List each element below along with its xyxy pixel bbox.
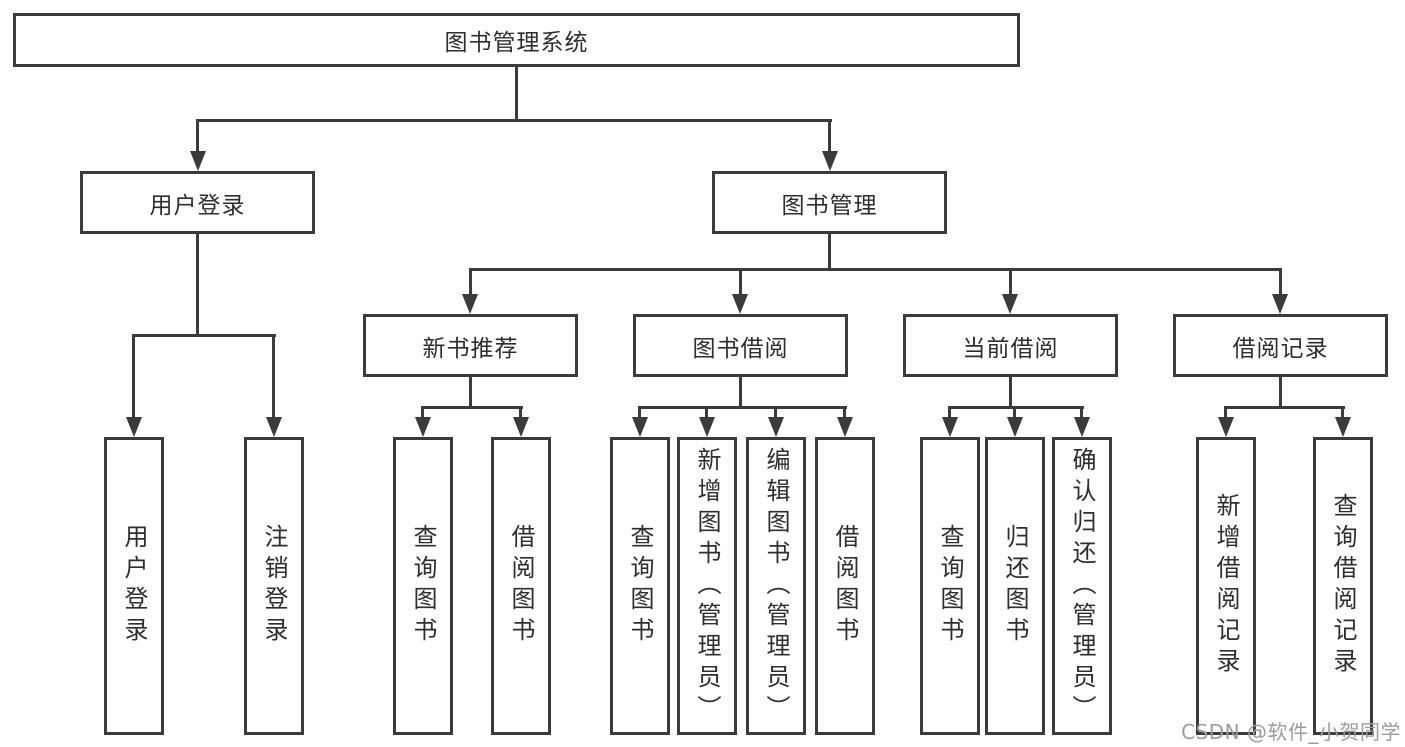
connector-segment [828, 234, 831, 271]
node-user-login-label: 用户登录 [149, 192, 246, 219]
leaf-record-add-borrow-record: 新增借阅记录 [1196, 437, 1256, 735]
leaf-recommend-query-book: 查询图书 [393, 437, 453, 735]
connector-segment [948, 406, 951, 419]
connector-segment [638, 406, 641, 419]
connector-segment [948, 406, 1084, 409]
leaf-recommend-borrow-book: 借阅图书 [491, 437, 551, 735]
arrowhead-icon [190, 151, 206, 171]
connector-segment [196, 119, 199, 153]
leaf-user-login: 用户登录 [104, 437, 164, 735]
node-book-management: 图书管理 [712, 171, 947, 234]
arrowhead-icon [1272, 294, 1288, 314]
node-user-login: 用户登录 [80, 171, 315, 234]
connector-segment [469, 268, 1282, 271]
arrowhead-icon [1002, 294, 1018, 314]
connector-segment [1013, 406, 1016, 419]
leaf-current-confirm-return-admin: 确认归还（管理员） [1052, 437, 1112, 735]
connector-segment [828, 119, 831, 153]
node-root-label: 图书管理系统 [444, 30, 589, 56]
connector-segment [774, 406, 777, 419]
node-book-management-label: 图书管理 [781, 192, 878, 219]
connector-segment [1341, 406, 1344, 419]
connector-segment [132, 334, 135, 419]
node-current-borrow-label: 当前借阅 [962, 335, 1059, 362]
arrowhead-icon [632, 417, 648, 437]
csdn-watermark: CSDN @软件_小贺同学 [1181, 720, 1401, 744]
arrowhead-icon [266, 417, 282, 437]
leaf-record-add-borrow-record-label: 新增借阅记录 [1212, 493, 1240, 679]
leaf-record-query-borrow-record-label: 查询借阅记录 [1329, 493, 1357, 679]
leaf-borrow-borrow-book: 借阅图书 [815, 437, 875, 735]
connector-segment [1080, 406, 1083, 419]
leaf-borrow-add-book-admin: 新增图书（管理员） [677, 437, 737, 735]
connector-segment [421, 406, 523, 409]
connector-segment [196, 119, 832, 122]
node-root: 图书管理系统 [13, 13, 1020, 67]
leaf-user-login-label: 用户登录 [120, 524, 148, 648]
node-new-book-recommend-label: 新书推荐 [422, 335, 519, 362]
leaf-borrow-query-book-label: 查询图书 [626, 524, 654, 648]
leaf-recommend-query-book-label: 查询图书 [409, 524, 437, 648]
arrowhead-icon [699, 417, 715, 437]
node-book-borrow-label: 图书借阅 [692, 335, 789, 362]
leaf-record-query-borrow-record: 查询借阅记录 [1313, 437, 1373, 735]
arrowhead-icon [732, 294, 748, 314]
arrowhead-icon [1007, 417, 1023, 437]
node-current-borrow: 当前借阅 [903, 314, 1118, 377]
leaf-current-query-book: 查询图书 [920, 437, 980, 735]
connector-segment [1009, 377, 1012, 409]
connector-segment [519, 406, 522, 419]
leaf-current-return-book-label: 归还图书 [1001, 524, 1029, 648]
connector-segment [421, 406, 424, 419]
leaf-borrow-query-book: 查询图书 [610, 437, 670, 735]
node-borrow-record: 借阅记录 [1173, 314, 1388, 377]
leaf-logout: 注销登录 [244, 437, 304, 735]
connector-segment [638, 406, 847, 409]
arrowhead-icon [768, 417, 784, 437]
leaf-recommend-borrow-book-label: 借阅图书 [507, 524, 535, 648]
connector-segment [272, 334, 275, 419]
leaf-logout-label: 注销登录 [260, 524, 288, 648]
node-book-borrow: 图书借阅 [633, 314, 848, 377]
arrowhead-icon [822, 151, 838, 171]
connector-segment [132, 334, 276, 337]
leaf-current-confirm-return-admin-label: 确认归还（管理员） [1068, 446, 1096, 726]
node-borrow-record-label: 借阅记录 [1232, 335, 1329, 362]
connector-segment [1009, 268, 1012, 296]
arrowhead-icon [126, 417, 142, 437]
connector-segment [196, 234, 199, 336]
node-new-book-recommend: 新书推荐 [363, 314, 578, 377]
connector-segment [469, 268, 472, 296]
connector-segment [739, 377, 742, 409]
leaf-borrow-edit-book-admin-label: 编辑图书（管理员） [762, 446, 790, 726]
connector-segment [705, 406, 708, 419]
arrowhead-icon [1335, 417, 1351, 437]
connector-segment [739, 268, 742, 296]
arrowhead-icon [1218, 417, 1234, 437]
connector-segment [843, 406, 846, 419]
connector-segment [515, 67, 518, 122]
connector-segment [1224, 406, 1345, 409]
connector-segment [1279, 377, 1282, 409]
arrowhead-icon [1074, 417, 1090, 437]
connector-segment [469, 377, 472, 409]
arrowhead-icon [462, 294, 478, 314]
arrowhead-icon [513, 417, 529, 437]
leaf-borrow-add-book-admin-label: 新增图书（管理员） [693, 446, 721, 726]
connector-segment [1224, 406, 1227, 419]
arrowhead-icon [837, 417, 853, 437]
connector-segment [1279, 268, 1282, 296]
leaf-current-query-book-label: 查询图书 [936, 524, 964, 648]
leaf-borrow-edit-book-admin: 编辑图书（管理员） [746, 437, 806, 735]
leaf-current-return-book: 归还图书 [985, 437, 1045, 735]
leaf-borrow-borrow-book-label: 借阅图书 [831, 524, 859, 648]
arrowhead-icon [942, 417, 958, 437]
arrowhead-icon [415, 417, 431, 437]
